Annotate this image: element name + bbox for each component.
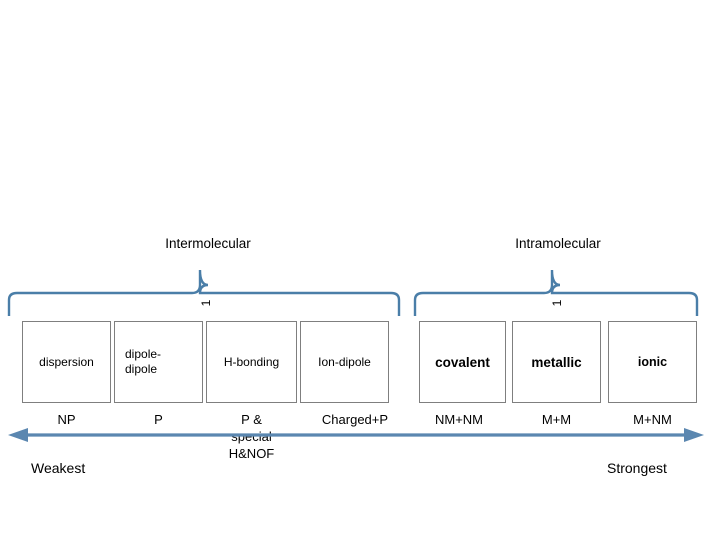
- brace-tick-intermolecular: 1: [199, 299, 213, 307]
- scale-label-weakest: Weakest: [31, 460, 86, 476]
- force-box-label: dispersion: [39, 354, 94, 369]
- force-box-dispersion[interactable]: dispersion: [22, 321, 111, 403]
- strength-scale-arrow: [6, 424, 706, 446]
- force-box-ionic[interactable]: ionic: [608, 321, 697, 403]
- force-box-label: H-bonding: [223, 354, 280, 369]
- composition-label-dispersion: NP: [57, 412, 76, 427]
- force-box-label: dipole- dipole: [125, 347, 162, 376]
- force-box-label: covalent: [435, 354, 490, 370]
- curly-brace-icon: [413, 269, 699, 316]
- composition-label-metallic: M+M: [541, 412, 572, 427]
- force-box-ion-dipole[interactable]: Ion-dipole: [300, 321, 389, 403]
- composition-label-ionic: M+NM: [633, 412, 672, 427]
- force-box-label: Ion-dipole: [318, 354, 371, 369]
- composition-label-ion-dipole: Charged+P: [321, 412, 389, 427]
- group-heading-intermolecular: Intermolecular: [165, 236, 251, 251]
- composition-label-h-bonding: P & special H&NOF: [228, 412, 275, 461]
- composition-label-covalent: NM+NM: [434, 412, 484, 427]
- brace-tick-intramolecular: 1: [550, 299, 564, 307]
- scale-label-strongest: Strongest: [607, 460, 667, 476]
- group-heading-intramolecular: Intramolecular: [515, 236, 601, 251]
- force-box-label: metallic: [531, 354, 582, 370]
- force-box-metallic[interactable]: metallic: [512, 321, 601, 403]
- composition-label-dipole-dipole: P: [154, 412, 163, 427]
- curly-brace-intermolecular: [4, 268, 404, 318]
- force-box-label: ionic: [637, 354, 668, 369]
- curly-brace-icon: [7, 269, 401, 316]
- curly-brace-intramolecular: [410, 268, 702, 318]
- force-box-covalent[interactable]: covalent: [419, 321, 506, 403]
- force-box-dipole-dipole[interactable]: dipole- dipole: [114, 321, 203, 403]
- double-headed-arrow-icon: [8, 428, 704, 442]
- force-box-h-bonding[interactable]: H-bonding: [206, 321, 297, 403]
